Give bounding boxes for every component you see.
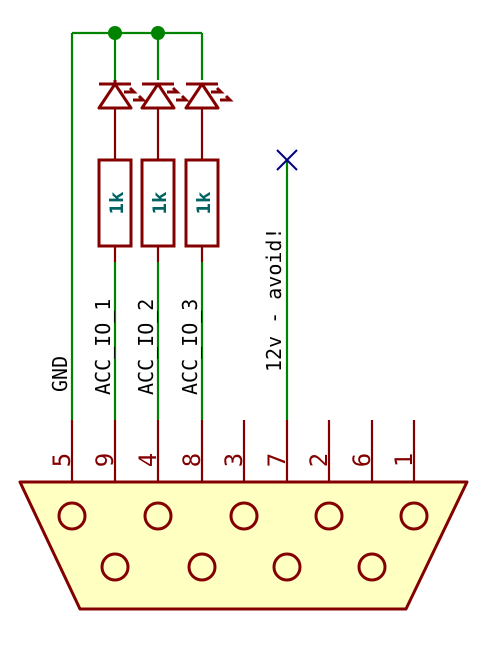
net-label-power: 12v - avoid! (262, 228, 286, 373)
pin-circle-3 (229, 501, 259, 531)
resistor-1-value: 1k (106, 191, 128, 214)
led-3 (184, 82, 234, 110)
resistor-3: 1k (184, 158, 220, 248)
pin-number-8: 8 (178, 453, 206, 467)
net-label-acc-io-1: ACC_IO_1 (91, 299, 115, 395)
led-2 (140, 82, 190, 110)
led-1 (97, 80, 147, 110)
net-label-gnd: GND (48, 356, 72, 392)
pin-circle-6 (357, 552, 387, 582)
pin-number-1: 1 (390, 453, 418, 467)
net-label-acc-io-2: ACC_IO_2 (134, 299, 158, 395)
resistor-2: 1k (140, 158, 176, 248)
pin-number-9: 9 (91, 453, 119, 467)
pin-circle-5 (57, 501, 87, 531)
pin-circle-1 (399, 501, 429, 531)
resistor-2-value: 1k (149, 191, 171, 214)
pin-number-7: 7 (263, 453, 291, 467)
no-connect-marker (276, 149, 298, 171)
pin-number-4: 4 (134, 453, 162, 467)
pin-number-2: 2 (305, 453, 333, 467)
pin-number-5: 5 (48, 453, 76, 467)
junction-dot-1 (108, 26, 122, 40)
resistor-3-value: 1k (193, 191, 215, 214)
junction-dot-2 (151, 26, 165, 40)
resistor-1: 1k (97, 158, 133, 248)
db9-connector-body (18, 480, 469, 611)
net-label-acc-io-3: ACC_IO_3 (178, 299, 202, 395)
pin-circle-7 (272, 552, 302, 582)
pin-number-3: 3 (220, 453, 248, 467)
connector-pins (57, 501, 429, 582)
pin-circle-4 (143, 501, 173, 531)
pin-circle-8 (187, 552, 217, 582)
pin-circle-2 (314, 501, 344, 531)
pin-number-6: 6 (348, 453, 376, 467)
pin-circle-9 (100, 552, 130, 582)
